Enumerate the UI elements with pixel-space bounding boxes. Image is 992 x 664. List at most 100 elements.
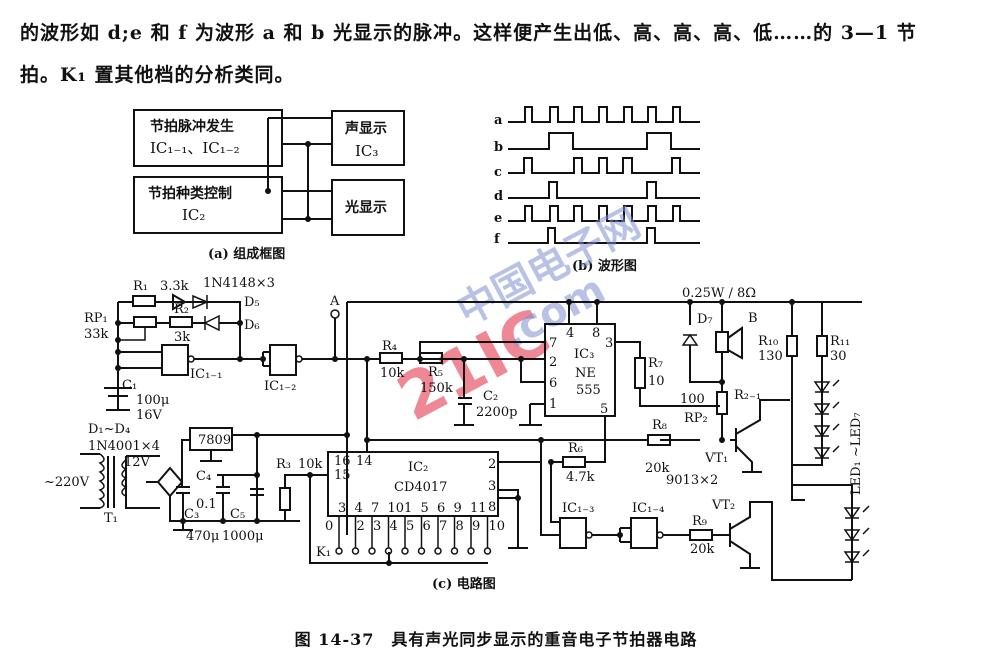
- test-point-a[interactable]: [330, 309, 340, 319]
- waveform-diagram: a b c d e f (b) 波形图: [494, 106, 700, 274]
- wave-label-f: f: [494, 232, 501, 247]
- label-r1-value: 3.3k: [160, 279, 189, 294]
- wave-label-d: d: [494, 189, 503, 204]
- pin-q8: 8: [488, 500, 496, 515]
- label-ic1-4: IC₁₋₄: [632, 501, 664, 516]
- label-r5: R₅: [428, 365, 443, 380]
- resistor-r10: [786, 335, 798, 357]
- label-vt-spec: 9013×2: [666, 473, 718, 488]
- resistor-r7: [634, 357, 646, 389]
- led-light-rays: [832, 379, 870, 557]
- label-d7: D₇: [697, 312, 713, 327]
- label-ic2: IC₂: [408, 460, 428, 475]
- label-r8-value: 20k: [645, 461, 670, 476]
- label-c3-value: 470μ: [186, 529, 219, 544]
- k1-position-label: 2: [357, 519, 365, 534]
- label-c1: C₁: [122, 378, 137, 393]
- block-diagram: 节拍脉冲发生 IC₁₋₁、IC₁₋₂ 节拍种类控制 IC₂ 声显示 IC₃ 光显…: [133, 109, 405, 262]
- label-r3: R₃: [276, 457, 291, 472]
- waveform-b: [508, 132, 700, 150]
- waveform-d: [508, 181, 700, 199]
- label-r3-value: 10k: [298, 457, 323, 472]
- label-ic3-555: 555: [576, 383, 601, 398]
- diode-d7: [681, 333, 699, 346]
- block-sound-display-ic: IC₃: [355, 142, 378, 160]
- k1-position-label: 8: [456, 519, 464, 534]
- label-bridge-diodes: 1N4001×4: [88, 439, 160, 454]
- pin-q3: 3: [488, 479, 496, 494]
- ic3-ne555: [544, 323, 616, 417]
- cd4017-pin-label: 11: [470, 501, 487, 516]
- resistor-r11: [816, 335, 828, 357]
- k1-contact[interactable]: [401, 547, 409, 555]
- diode-d6: [203, 314, 220, 332]
- label-rp1: RP₁: [84, 311, 108, 326]
- k1-contact[interactable]: [417, 547, 426, 555]
- k1-position-label: 10: [489, 519, 506, 534]
- pin-1: 1: [549, 397, 557, 412]
- label-r10-value: 130: [758, 349, 783, 364]
- label-ic1-2: IC₁₋₂: [264, 379, 296, 394]
- resistor-r3: [279, 487, 291, 511]
- k1-contact[interactable]: [351, 547, 360, 555]
- pin-16: 16: [334, 454, 351, 469]
- transformer-coils: [98, 453, 128, 509]
- label-r5-value: 150k: [420, 381, 453, 396]
- cd4017-pin-label: 5: [421, 501, 429, 516]
- block-pulse-generator: [133, 109, 283, 167]
- schmitt-gate-ic1-3: [559, 517, 587, 549]
- label-12v: 12V: [124, 455, 151, 470]
- waveform-c: [508, 157, 700, 174]
- k1-contact[interactable]: [483, 547, 492, 555]
- label-d6: D₆: [244, 318, 260, 333]
- label-c5: C₅: [230, 507, 245, 522]
- ic2-cd4017: [327, 451, 499, 517]
- k1-contact[interactable]: [467, 547, 475, 555]
- label-r9-value: 20k: [690, 542, 715, 557]
- block-type-control-title: 节拍种类控制: [148, 185, 232, 202]
- resistor-r6: [562, 456, 586, 468]
- label-rp2: RP₂: [684, 411, 708, 426]
- potentiometer-rp1: [133, 316, 157, 328]
- cd4017-pin-label: 4: [355, 501, 363, 516]
- label-c1-voltage: 16V: [136, 408, 163, 423]
- label-r1: R₁: [133, 279, 148, 294]
- potentiometer-rp2: [716, 391, 728, 415]
- speaker-b-coil: [715, 331, 729, 353]
- pin-15: 15: [334, 468, 351, 483]
- label-r2-1: R₂₋₁: [734, 388, 761, 403]
- label-mains: ~220V: [44, 475, 90, 490]
- cd4017-pin-label: 7: [371, 501, 379, 516]
- label-r10: R₁₀: [758, 334, 778, 349]
- schmitt-gate-ic1-2: [269, 344, 297, 376]
- schmitt-gate-ic1-4: [630, 517, 658, 549]
- label-speaker-spec: 0.25W / 8Ω: [682, 286, 756, 301]
- label-leds: LED₁ ~LED₇: [849, 412, 864, 495]
- block-light-display: [331, 179, 405, 236]
- label-d5: D₅: [244, 295, 260, 310]
- block-connections: [267, 117, 332, 220]
- k1-position-label: 5: [406, 519, 414, 534]
- k1-contact[interactable]: [368, 547, 376, 555]
- diode-d5-body: [192, 294, 209, 310]
- watermark: 21IC 中国电子网 .com: [386, 200, 648, 436]
- led-group-2: [843, 507, 861, 564]
- k1-position-label: 0: [325, 519, 333, 534]
- k1-contact[interactable]: [434, 547, 442, 555]
- pin-6: 6: [549, 376, 557, 391]
- label-c1-value: 100μ: [136, 393, 169, 408]
- label-r11: R₁₁: [830, 334, 850, 349]
- paragraph-line-2: 拍。K₁ 置其他档的分析类同。: [20, 64, 295, 86]
- block-type-control: [133, 176, 283, 234]
- cd4017-pin-label: 10: [388, 501, 405, 516]
- label-c4: C₄: [196, 469, 211, 484]
- k1-contact[interactable]: [450, 547, 459, 555]
- waveform-f: [508, 227, 700, 244]
- k1-contact[interactable]: [335, 547, 343, 555]
- led-chain: LED₁ ~LED₇: [813, 379, 870, 564]
- pin-4: 4: [566, 326, 574, 341]
- cd4017-pin-label: 3: [338, 501, 346, 516]
- bridge-rectifier: [156, 466, 184, 498]
- transformer-t1: [80, 453, 160, 509]
